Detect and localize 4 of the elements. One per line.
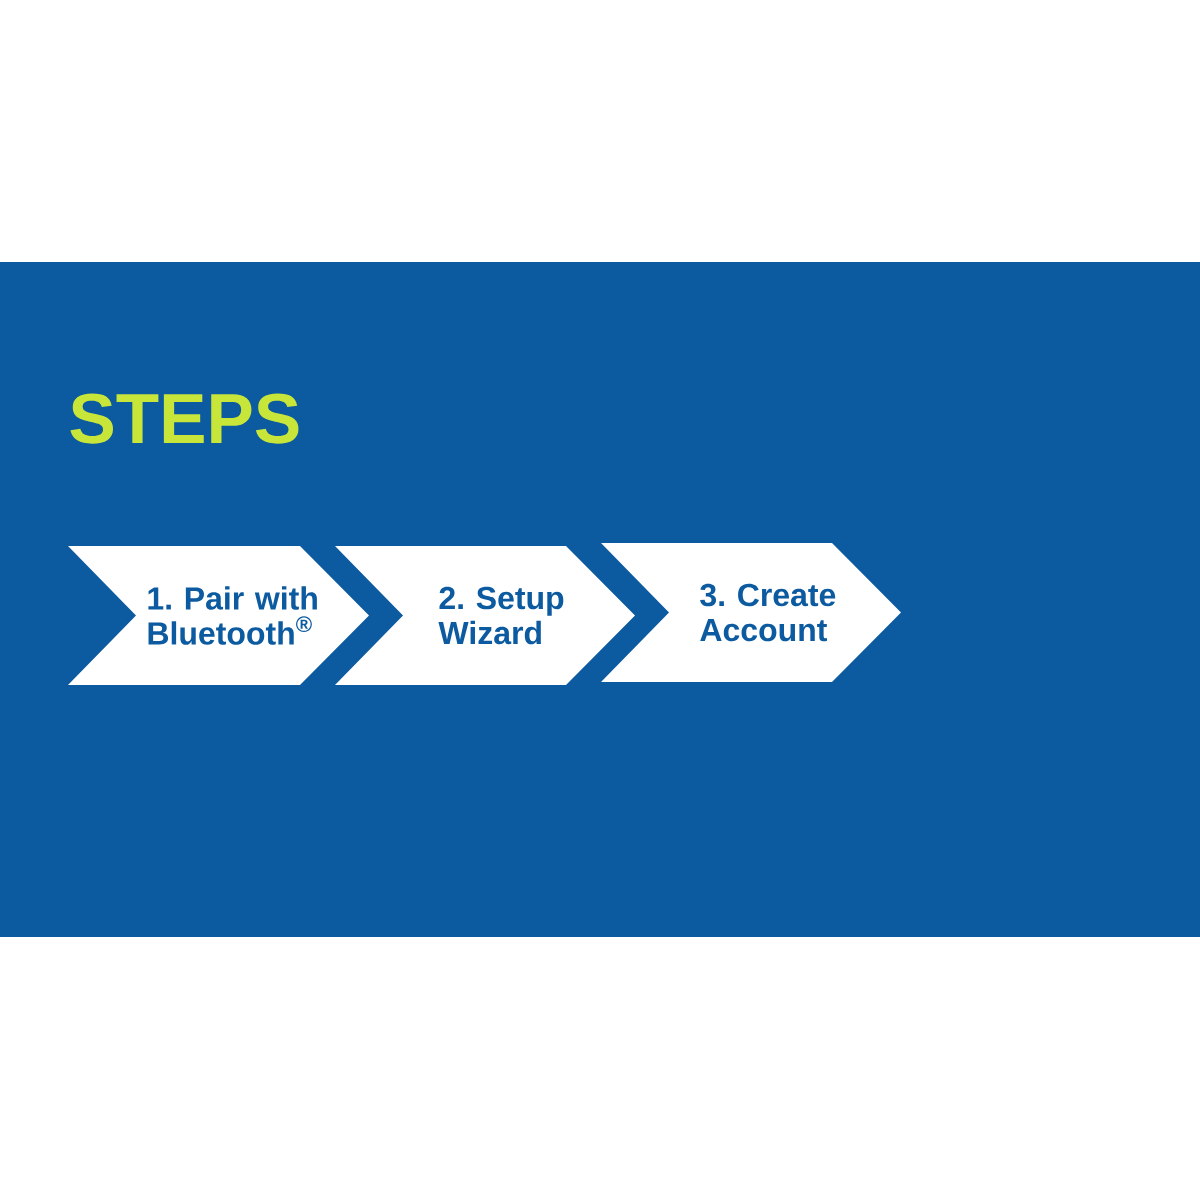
chevron-step: 1. Pair with Bluetooth$^{®}$ (68, 546, 369, 685)
chevron-step: 3. Create Account (601, 543, 901, 682)
chevron-step: 2. Setup Wizard (335, 546, 635, 685)
title: STEPS (70, 393, 299, 444)
